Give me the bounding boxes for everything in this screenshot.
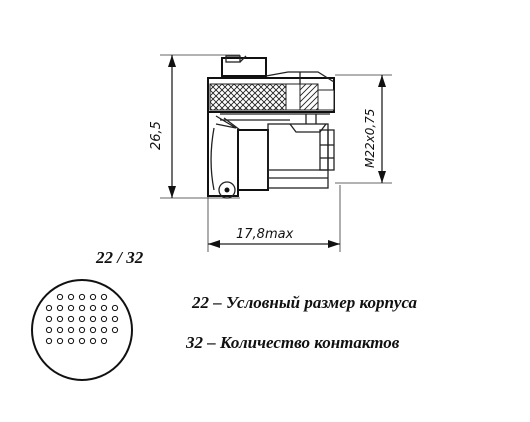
contact-hole — [67, 315, 75, 323]
contact-hole — [100, 326, 108, 334]
pinout-title: 22 / 32 — [96, 248, 144, 267]
locking-pin — [218, 181, 236, 199]
pinout-face — [31, 279, 133, 381]
contact-hole — [100, 337, 108, 345]
contact-hole — [67, 293, 75, 301]
contact-hole — [45, 326, 53, 334]
connector-body — [207, 55, 335, 199]
contact-hole — [67, 337, 75, 345]
contact-hole — [100, 315, 108, 323]
contact-hole — [67, 326, 75, 334]
contact-hole — [78, 315, 86, 323]
legend-size: 22 – Условный размер корпуса — [192, 293, 418, 312]
contact-hole — [78, 326, 86, 334]
height-dimension: 26,5 — [149, 54, 240, 199]
contact-hole — [78, 293, 86, 301]
contact-hole — [111, 315, 119, 323]
contact-hole — [89, 337, 97, 345]
thread-dimension: M22x0,75 — [335, 74, 392, 184]
contact-hole — [78, 304, 86, 312]
contact-hole — [100, 293, 108, 301]
length-value: 17,8max — [236, 227, 294, 242]
height-value: 26,5 — [149, 121, 164, 150]
top-nut — [221, 57, 267, 77]
contact-hole — [56, 337, 64, 345]
contact-hole — [45, 304, 53, 312]
legend-contacts: 32 – Количество контактов — [186, 333, 400, 352]
contact-hole — [56, 326, 64, 334]
knurled-ring — [237, 129, 269, 191]
thread-value: M22x0,75 — [363, 109, 377, 168]
contact-hole — [56, 293, 64, 301]
contact-hole — [56, 304, 64, 312]
contact-hole — [56, 315, 64, 323]
contact-hole — [89, 304, 97, 312]
top-screw — [225, 55, 241, 63]
contact-hole — [89, 293, 97, 301]
contact-hole — [45, 337, 53, 345]
contact-hole — [111, 326, 119, 334]
length-dimension: 17,8max — [207, 185, 341, 252]
contact-hole — [78, 337, 86, 345]
contact-hole — [89, 326, 97, 334]
contact-hole — [67, 304, 75, 312]
contact-hole — [45, 315, 53, 323]
contact-hole — [100, 304, 108, 312]
contact-hole — [111, 304, 119, 312]
contact-hole — [89, 315, 97, 323]
pinout-outline — [31, 279, 133, 381]
